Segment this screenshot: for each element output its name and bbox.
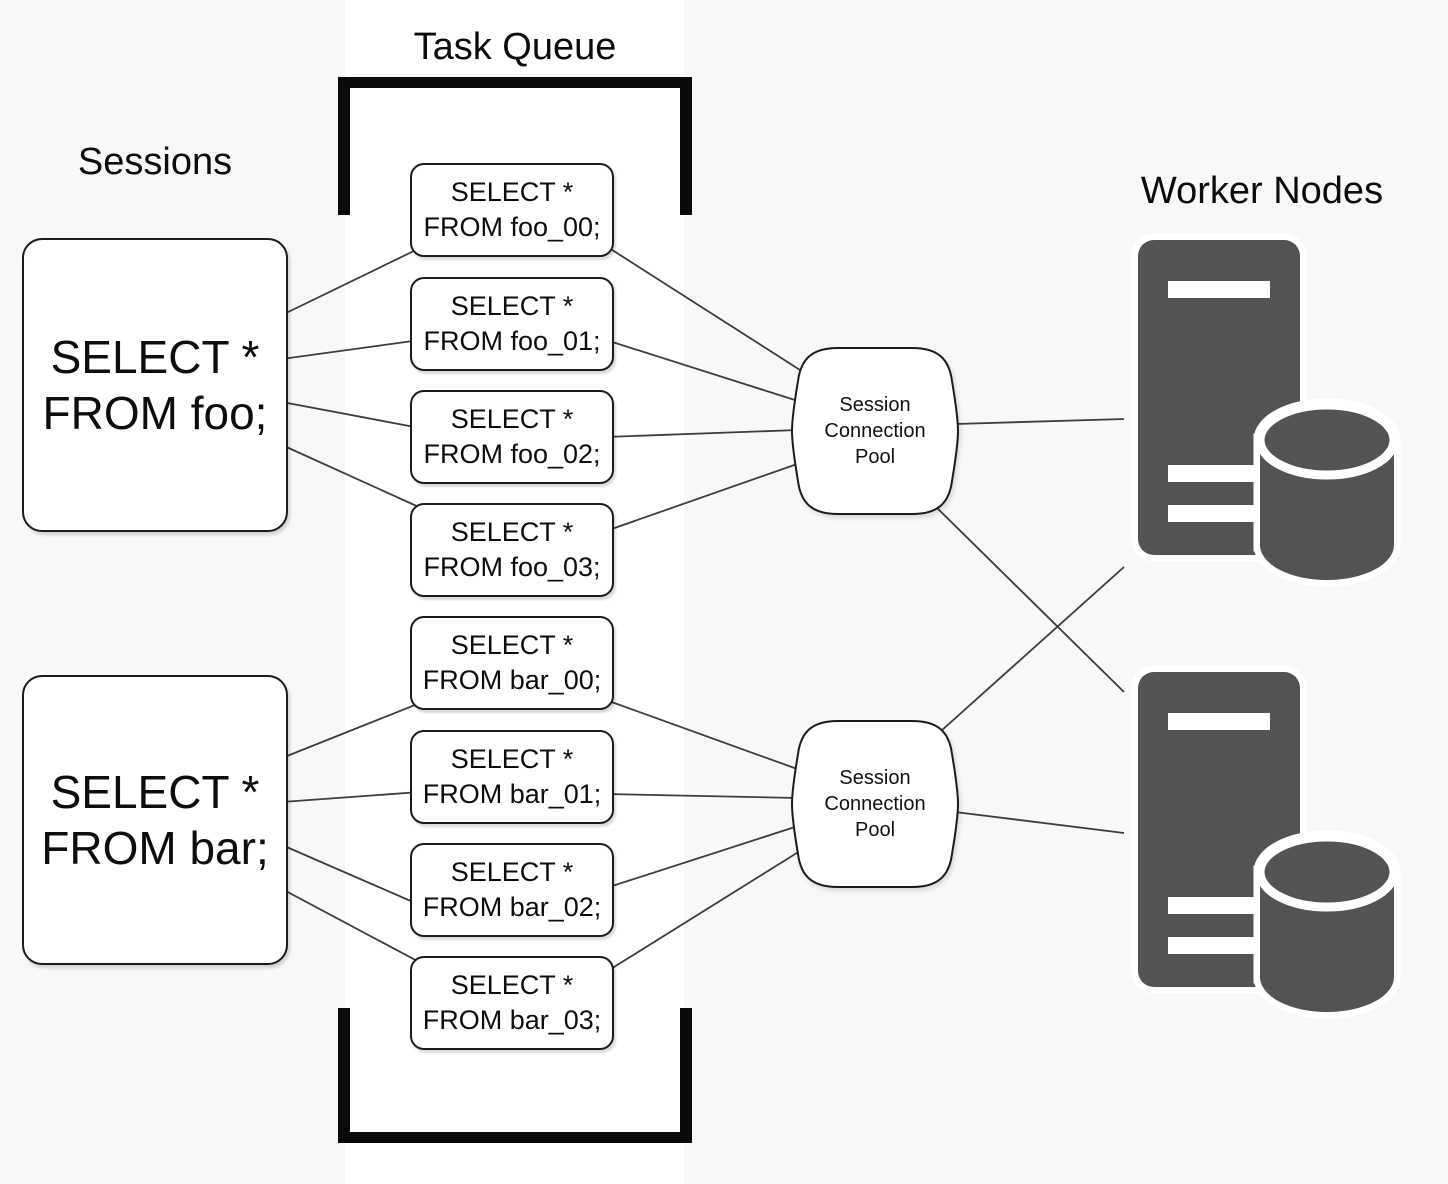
task-sql-line: FROM foo_00; [423, 212, 601, 242]
connector-line [281, 401, 421, 429]
session-connection-pool: Session Connection Pool [788, 718, 962, 890]
task-sql-line: SELECT * [450, 744, 574, 774]
task-sql-line: SELECT * [450, 291, 574, 321]
worker-node-icon [1131, 665, 1401, 1019]
task-box-bar-00: SELECT * FROM bar_00; [410, 616, 614, 710]
database-cylinder-top [1255, 400, 1399, 480]
task-sql-line: SELECT * [450, 517, 574, 547]
task-box-bar-01: SELECT * FROM bar_01; [410, 730, 614, 824]
connector-line [281, 888, 422, 964]
connector-line [954, 418, 1125, 425]
task-sql-line: SELECT * [450, 404, 574, 434]
task-sql-line: SELECT * [450, 630, 574, 660]
pool-label-line: Connection [824, 793, 926, 815]
connector-line [281, 844, 421, 906]
task-sql-line: FROM foo_03; [423, 552, 601, 582]
server-vent-slot [1168, 937, 1264, 954]
sessions-heading: Sessions [77, 141, 233, 183]
connector-line [605, 429, 799, 438]
task-queue-bottom-bracket [338, 1008, 692, 1143]
server-vent-slot [1168, 465, 1264, 482]
worker-node-icon [1131, 233, 1401, 587]
connector-line [605, 825, 799, 889]
pool-barrel-shape [790, 347, 960, 515]
task-sql-line: SELECT * [450, 857, 574, 887]
connector-line [281, 247, 421, 316]
task-sql-line: FROM bar_02; [422, 892, 602, 922]
task-queue-heading: Task Queue [413, 26, 617, 68]
pool-barrel-shape [790, 720, 960, 888]
task-sql-line: FROM bar_01; [422, 779, 602, 809]
task-sql-line: FROM foo_01; [423, 326, 601, 356]
connector-line [605, 699, 801, 771]
session-connection-pool: Session Connection Pool [788, 345, 962, 517]
session-sql-line: FROM foo; [42, 387, 268, 439]
task-box-bar-03: SELECT * FROM bar_03; [410, 956, 614, 1050]
session-sql-line: SELECT * [50, 766, 260, 818]
connector-line [605, 462, 801, 532]
pool-label-line: Pool [854, 819, 896, 841]
database-cylinder-top [1255, 832, 1399, 912]
connector-line [932, 503, 1125, 693]
pool-label-line: Session [839, 767, 911, 789]
task-sql-line: SELECT * [450, 177, 574, 207]
task-box-foo-03: SELECT * FROM foo_03; [410, 503, 614, 597]
task-box-foo-00: SELECT * FROM foo_00; [410, 163, 614, 257]
connector-line [605, 850, 801, 973]
session-sql-line: FROM bar; [41, 822, 269, 874]
worker-nodes-heading: Worker Nodes [1140, 170, 1384, 212]
connector-line [281, 444, 422, 509]
session-box-foo: SELECT * FROM foo; [22, 238, 288, 532]
task-sql-line: FROM bar_00; [422, 665, 602, 695]
server-vent-slot [1168, 713, 1270, 730]
pool-label-line: Pool [854, 446, 896, 468]
connector-line [940, 566, 1125, 732]
session-sql-line: SELECT * [50, 331, 260, 383]
task-sql-line: SELECT * [450, 970, 574, 1000]
server-vent-slot [1168, 505, 1264, 522]
connector-line [281, 339, 421, 360]
task-queue-top-bracket [338, 77, 692, 215]
connector-line [281, 791, 421, 803]
connector-line [605, 339, 799, 402]
pool-label-line: Connection [824, 420, 926, 442]
session-box-bar: SELECT * FROM bar; [22, 675, 288, 965]
connector-line [605, 245, 801, 371]
server-vent-slot [1168, 897, 1264, 914]
task-box-bar-02: SELECT * FROM bar_02; [410, 843, 614, 937]
pool-label-line: Session [839, 394, 911, 416]
connector-line [281, 702, 421, 759]
task-box-foo-01: SELECT * FROM foo_01; [410, 277, 614, 371]
task-box-foo-02: SELECT * FROM foo_02; [410, 390, 614, 484]
task-sql-line: FROM foo_02; [423, 439, 601, 469]
connector-lines [281, 245, 1125, 973]
connector-line [954, 811, 1125, 834]
connector-line [605, 793, 799, 799]
task-sql-line: FROM bar_03; [422, 1005, 602, 1035]
server-vent-slot [1168, 281, 1270, 298]
